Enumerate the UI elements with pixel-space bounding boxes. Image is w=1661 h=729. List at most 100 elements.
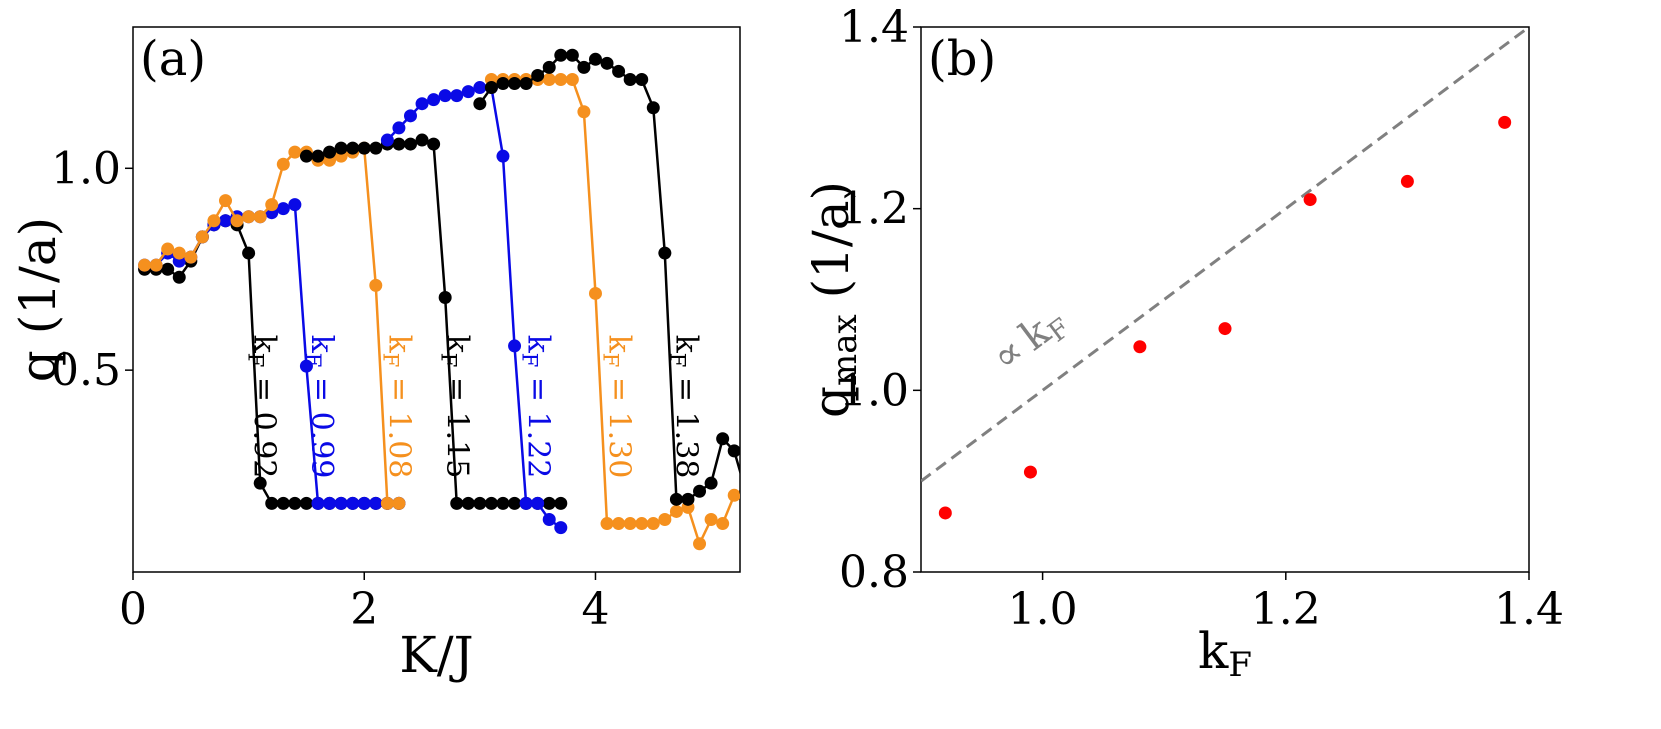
x-axis-label-main: k <box>1198 622 1229 680</box>
y-tick-label: 1.2 <box>839 184 909 235</box>
data-point <box>230 214 244 228</box>
data-point <box>450 496 464 510</box>
data-point <box>554 48 568 62</box>
data-point <box>542 60 556 74</box>
data-point <box>369 141 383 155</box>
data-point <box>531 68 545 82</box>
data-point <box>554 496 568 510</box>
data-point <box>508 339 522 353</box>
y-axis-label: qmax (1/a) <box>802 181 865 418</box>
y-tick-label: 0.5 <box>51 345 121 396</box>
series-label-value: = 0.99 <box>304 367 339 478</box>
data-point <box>334 141 348 155</box>
data-point <box>565 48 579 62</box>
data-point <box>392 496 406 510</box>
data-point <box>716 517 730 531</box>
data-point <box>357 496 371 510</box>
data-point <box>369 496 383 510</box>
data-point <box>415 133 429 147</box>
data-point <box>461 496 475 510</box>
data-point <box>207 214 221 228</box>
series-label-k: k <box>382 335 417 354</box>
data-point <box>612 64 626 78</box>
data-point <box>473 496 487 510</box>
panel-label: (b) <box>928 31 996 87</box>
data-point <box>577 105 591 119</box>
data-point <box>403 109 417 123</box>
series-label-value: = 1.08 <box>382 367 417 478</box>
data-point <box>704 513 718 527</box>
series-label-k: k <box>439 335 474 354</box>
data-point <box>1133 340 1147 354</box>
data-point <box>265 496 279 510</box>
data-point <box>1218 322 1232 336</box>
data-point <box>323 496 337 510</box>
data-area <box>921 27 1529 520</box>
data-point <box>288 145 302 159</box>
data-point <box>369 278 383 292</box>
plot-frame <box>132 26 741 573</box>
series-label-k: k <box>520 335 555 354</box>
data-point <box>265 198 279 212</box>
data-point <box>484 496 498 510</box>
series-label-value: = 1.15 <box>439 367 474 478</box>
data-point <box>427 137 441 151</box>
data-point <box>242 246 256 260</box>
data-point <box>508 77 522 91</box>
series-label-subscript: F <box>517 353 541 368</box>
data-point <box>161 242 175 256</box>
plot-frame <box>920 26 1530 573</box>
data-point <box>612 517 626 531</box>
x-axis-label-subscript: F <box>1228 645 1252 685</box>
data-point <box>473 97 487 111</box>
data-point <box>484 81 498 95</box>
data-point <box>357 141 371 155</box>
data-point <box>346 496 360 510</box>
series-label: kF = 1.22 <box>517 335 555 479</box>
data-point <box>334 496 348 510</box>
data-point <box>450 89 464 103</box>
data-point <box>1498 115 1512 129</box>
y-axis-label-subscript: max <box>825 314 865 386</box>
data-point <box>716 432 730 446</box>
data-point <box>658 246 672 260</box>
data-point <box>938 506 952 520</box>
series-7 <box>473 48 740 506</box>
data-point <box>588 286 602 300</box>
data-point <box>531 496 545 510</box>
series-label: kF = 0.92 <box>243 335 281 479</box>
data-point <box>380 496 394 510</box>
data-point <box>669 492 683 506</box>
data-point <box>218 194 232 208</box>
y-axis-label-rest: (1/a) <box>802 181 860 314</box>
data-point <box>600 517 614 531</box>
data-point <box>311 496 325 510</box>
data-point <box>554 72 568 86</box>
series-label-subscript: F <box>598 353 622 368</box>
series-label-subscript: F <box>436 353 460 368</box>
data-point <box>311 149 325 163</box>
series-label-subscript: F <box>301 353 325 368</box>
reference-line <box>921 27 1529 483</box>
series-label-k: k <box>304 335 339 354</box>
data-point <box>542 496 556 510</box>
y-axis-label: q (1/a) <box>9 217 67 382</box>
series-label-k: k <box>668 335 703 354</box>
data-point <box>473 81 487 95</box>
data-point <box>727 444 740 458</box>
data-point <box>149 258 163 272</box>
data-point <box>1023 465 1037 479</box>
data-point <box>172 246 186 260</box>
series-label-k: k <box>246 335 281 354</box>
data-point <box>461 85 475 99</box>
y-tick-label: 0.8 <box>839 547 909 598</box>
data-point <box>519 77 533 91</box>
data-point <box>542 513 556 527</box>
data-point <box>635 517 649 531</box>
data-point <box>253 476 267 490</box>
data-point <box>496 77 510 91</box>
x-tick-label: 1.0 <box>1008 584 1078 635</box>
